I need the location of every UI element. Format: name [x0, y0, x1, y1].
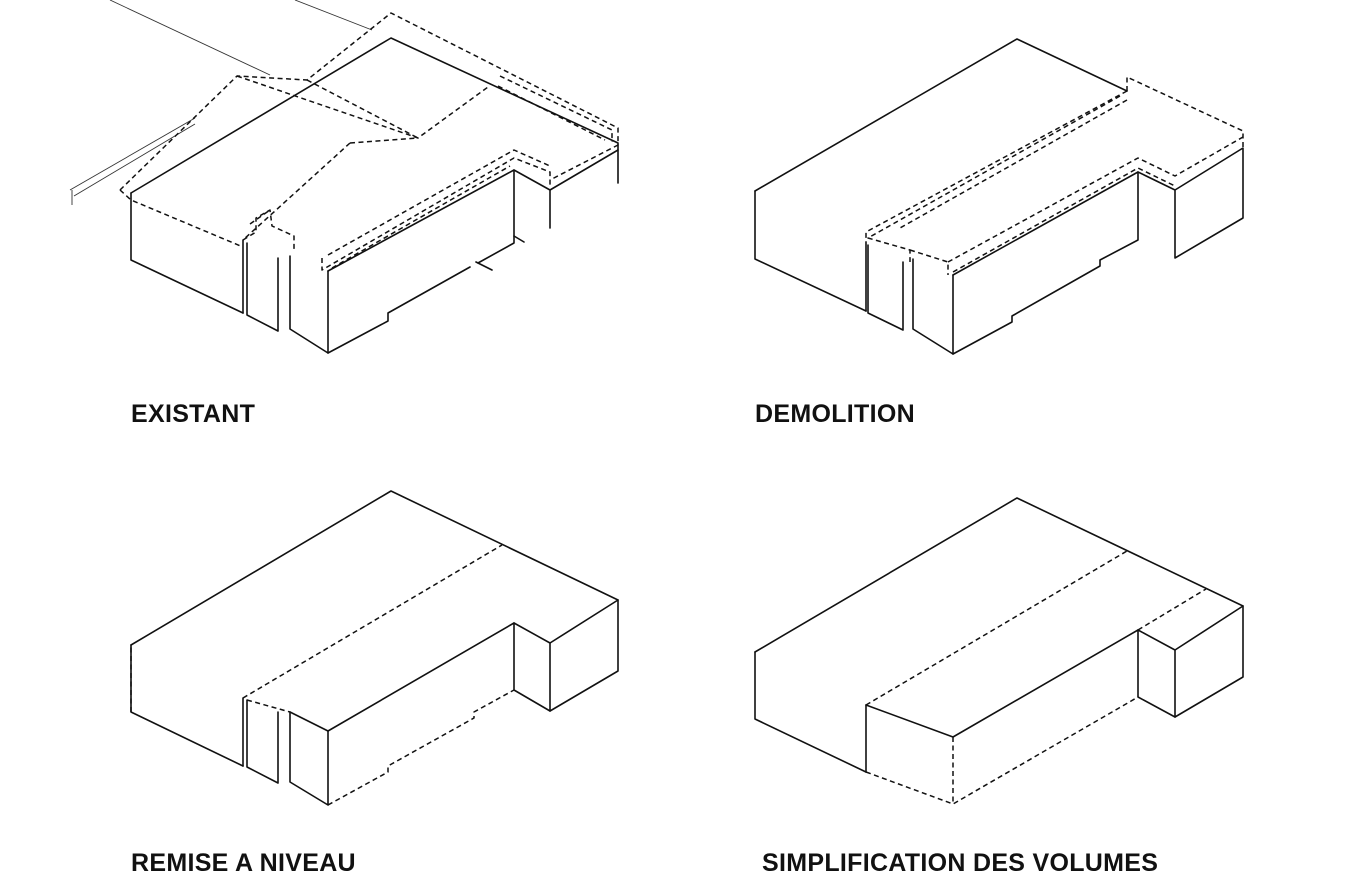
panel-label-remise-a-niveau: REMISE A NIVEAU	[131, 849, 356, 877]
panel-label-existant: EXISTANT	[131, 400, 256, 428]
panel-label-demolition: DEMOLITION	[755, 400, 915, 428]
panel-label-simplification: SIMPLIFICATION DES VOLUMES	[762, 849, 1159, 877]
